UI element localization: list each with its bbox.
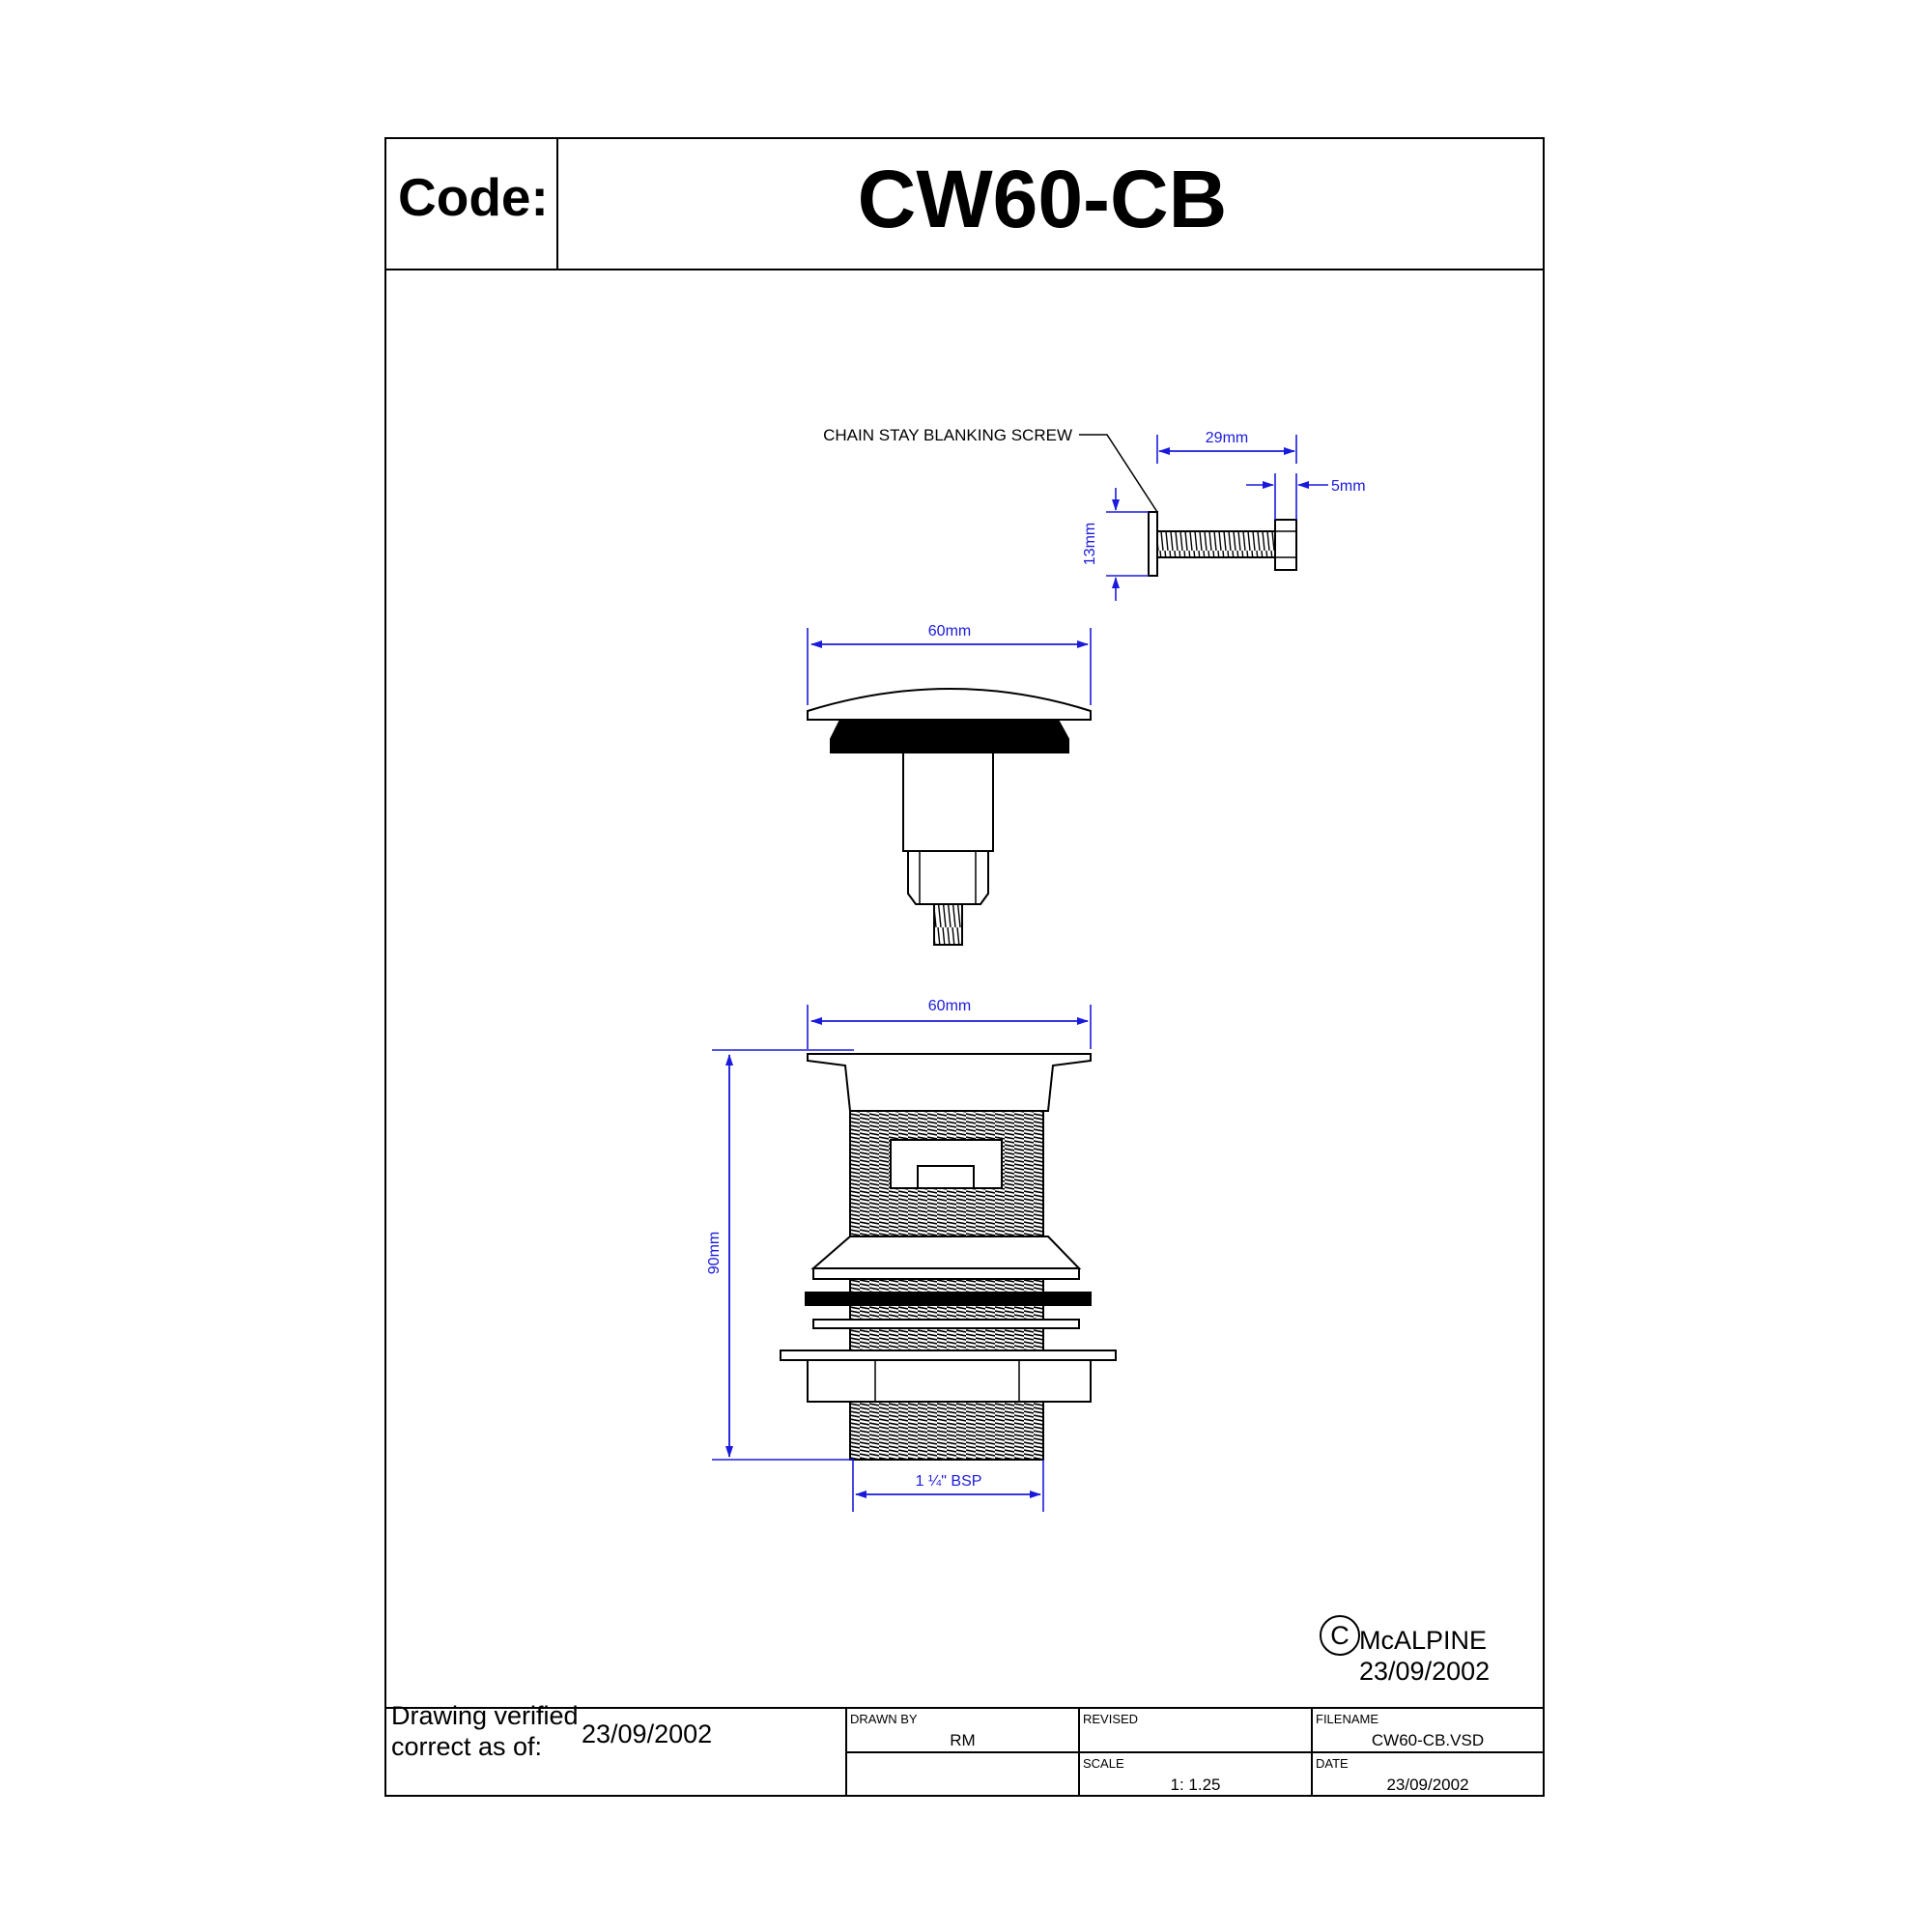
verified-date: 23/09/2002 [582,1719,713,1748]
plug-cap [807,688,1092,946]
date-value: 23/09/2002 [1386,1776,1469,1794]
dim-body-height: 90mm [706,1232,723,1274]
title-block-grid [385,1707,1544,1796]
plug-dimension [807,628,1092,705]
chain-stay-screw [1079,434,1297,577]
dim-screw-height: 13mm [1082,523,1098,565]
scale-value: 1: 1.25 [1170,1776,1221,1794]
scale-label: SCALE [1083,1756,1124,1771]
revised-label: REVISED [1083,1712,1139,1726]
drawn-by-label: DRAWN BY [850,1712,918,1726]
filename-value: CW60-CB.VSD [1371,1731,1485,1749]
waste-body [780,1053,1117,1461]
date-label: DATE [1316,1756,1349,1771]
body-dimensions [712,1005,1092,1512]
copyright-block: McALPINE 23/09/2002 [1359,1625,1490,1687]
product-code: CW60-CB [857,154,1228,244]
copyright-company: McALPINE [1359,1626,1488,1655]
sheet-frame [384,137,1545,1797]
drawn-by-value: RM [950,1731,976,1749]
dim-thread: 1 ¼" BSP [916,1473,982,1490]
filename-label: FILENAME [1316,1712,1379,1726]
dim-screw-head: 5mm [1331,478,1366,495]
verified-label: Drawing verified correct as of: [391,1701,579,1761]
dim-plug-width: 60mm [928,623,971,639]
dim-screw-length: 29mm [1206,430,1248,446]
copyright-symbol: C [1320,1615,1360,1656]
copyright-date: 23/09/2002 [1359,1657,1491,1686]
dim-body-width: 60mm [928,998,971,1014]
screw-dimensions [1106,435,1328,601]
part-label: CHAIN STAY BLANKING SCREW [823,426,1072,444]
code-label: Code: [398,167,549,227]
